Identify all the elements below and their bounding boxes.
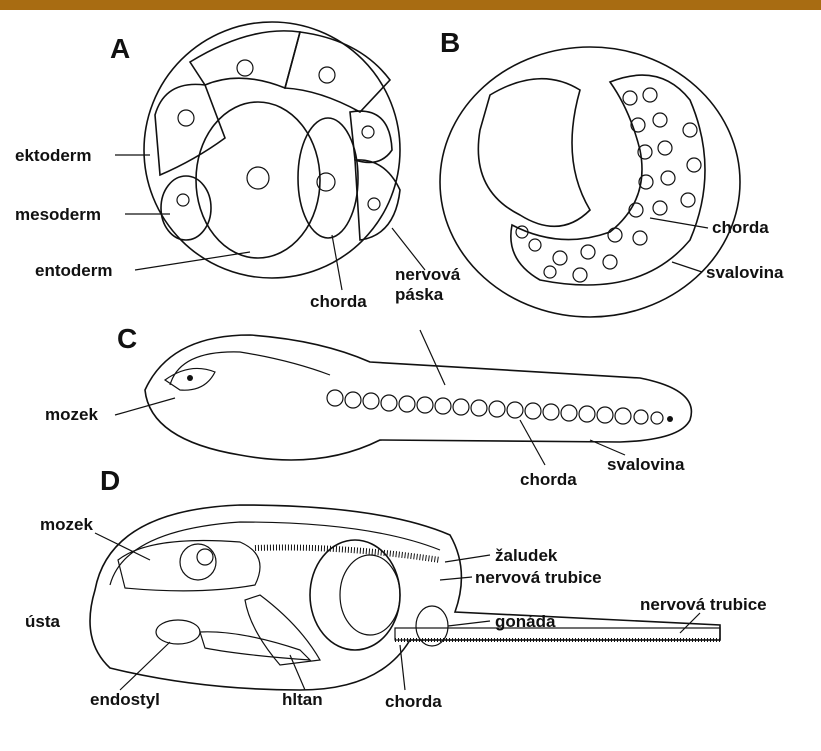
leader-line [392, 228, 425, 270]
label-svalovina-b: svalovina [706, 263, 784, 282]
panel-b-embryo-body [511, 75, 705, 285]
panel-a-nucleus [178, 110, 194, 126]
leader-line [650, 218, 708, 228]
leader-line [120, 642, 170, 690]
label-entoderm: entoderm [35, 261, 112, 280]
panel-a-nucleus [362, 126, 374, 138]
label-endostyl: endostyl [90, 690, 160, 709]
leader-line [135, 252, 250, 270]
panel-d-endostyl [156, 620, 200, 644]
panel-a-letter: A [110, 33, 130, 64]
leader-line [440, 577, 472, 580]
panel-d-eye-vesicle-inner [197, 549, 213, 565]
panel-d-stomach-inner [340, 555, 400, 635]
label-usta: ústa [25, 612, 61, 631]
panel-d: D mozek žaludek nervová trubice ús [25, 465, 767, 711]
panel-d-body [90, 505, 720, 690]
label-nervova-trubice-2: nervová trubice [640, 595, 767, 614]
label-chorda-d: chorda [385, 692, 442, 711]
leader-line [420, 330, 445, 385]
label-mesoderm: mesoderm [15, 205, 101, 224]
label-chorda-c: chorda [520, 470, 577, 489]
panel-b-letter: B [440, 27, 460, 58]
leader-line [445, 555, 490, 562]
panel-a-nucleus [319, 67, 335, 83]
panel-c-eye-spot [187, 375, 193, 381]
panel-b: B chorda svalovina [440, 27, 784, 317]
panel-d-stomach [310, 540, 400, 650]
top-accent-bar [0, 0, 821, 10]
label-chorda-b: chorda [712, 218, 769, 237]
panel-a-entoderm-cell [196, 102, 320, 258]
panel-a-ectoderm-cell [155, 84, 225, 175]
leader-line [672, 262, 702, 272]
panel-b-inner-cavity [478, 79, 590, 227]
panel-d-nerve-tube [255, 548, 440, 561]
panel-d-pharynx [245, 595, 320, 665]
amphioxus-development-diagram: A ektoderm mesoderm entoderm chorda nerv [0, 10, 821, 751]
panel-a: A ektoderm mesoderm entoderm chorda nerv [15, 22, 461, 311]
label-nervova: nervová [395, 265, 461, 284]
panel-a-nucleus [368, 198, 380, 210]
panel-a-nucleus [247, 167, 269, 189]
leader-line [115, 398, 175, 415]
panel-a-nucleus [237, 60, 253, 76]
leader-line [448, 621, 490, 626]
panel-d-gut [200, 632, 310, 660]
panel-b-cells [516, 88, 701, 282]
panel-d-letter: D [100, 465, 120, 496]
leader-line [290, 655, 305, 690]
panel-a-mesoderm-cell [161, 176, 211, 240]
label-chorda-a: chorda [310, 292, 367, 311]
panel-a-nerve-cell [355, 160, 400, 240]
panel-c-chorda-chain [327, 390, 673, 424]
label-mozek-d: mozek [40, 515, 93, 534]
panel-a-chorda-cell [298, 118, 358, 238]
panel-c: C mozek chorda svalovina [45, 323, 691, 489]
label-hltan: hltan [282, 690, 323, 709]
panel-c-letter: C [117, 323, 137, 354]
label-nervova-trubice-1: nervová trubice [475, 568, 602, 587]
panel-c-body [145, 335, 691, 460]
leader-line [520, 420, 545, 465]
panel-a-nucleus [177, 194, 189, 206]
label-zaludek: žaludek [495, 546, 558, 565]
label-mozek-c: mozek [45, 405, 98, 424]
label-gonada: gonáda [495, 612, 556, 631]
label-ektoderm: ektoderm [15, 146, 92, 165]
label-paska: páska [395, 285, 444, 304]
label-svalovina-c: svalovina [607, 455, 685, 474]
